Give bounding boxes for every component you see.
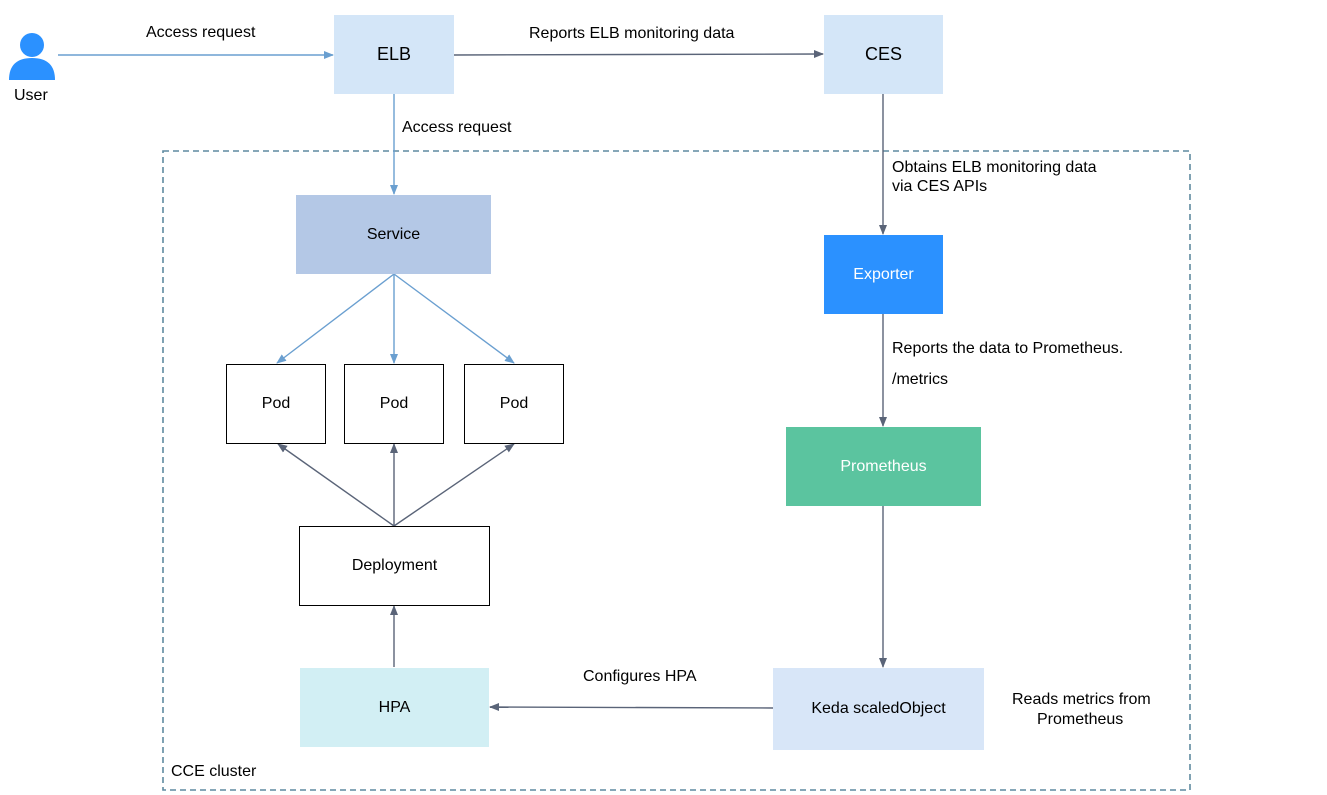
cce-cluster-label: CCE cluster	[171, 763, 257, 780]
pod-node-3: Pod	[464, 364, 564, 444]
edge-service-pod3	[393, 273, 515, 364]
edge-service-pod1	[276, 273, 395, 364]
hpa-node: HPA	[300, 668, 489, 747]
prometheus-node: Prometheus	[786, 427, 981, 506]
edge-label-elb-service: Access request	[402, 119, 512, 136]
edge-label-exporter-prometheus: Reports the data to Prometheus.	[892, 340, 1124, 357]
edge-label-metrics-path: /metrics	[892, 371, 948, 388]
edge-elb-ces	[453, 50, 824, 59]
edge-keda-hpa	[489, 703, 774, 712]
edge-label-keda-hpa: Configures HPA	[583, 668, 697, 685]
edge-label-ces-exporter-1: Obtains ELB monitoring data	[892, 159, 1097, 176]
user-icon	[9, 33, 55, 80]
pod-node-2: Pod	[344, 364, 444, 444]
ces-node: CES	[824, 15, 943, 94]
edge-label-user-elb: Access request	[146, 24, 256, 41]
keda-note-line-1: Reads metrics from	[1012, 691, 1151, 708]
keda-note-line-2: Prometheus	[1037, 711, 1124, 728]
user-label: User	[14, 87, 48, 104]
keda-scaledobject-node: Keda scaledObject	[773, 668, 984, 750]
pod-node-1: Pod	[226, 364, 326, 444]
deployment-node: Deployment	[299, 526, 490, 606]
cce-cluster-boundary	[162, 150, 1191, 791]
edge-label-ces-exporter-2: via CES APIs	[892, 178, 988, 195]
edge-deployment-pod3	[393, 443, 515, 527]
edge-label-elb-ces: Reports ELB monitoring data	[529, 25, 735, 42]
service-node: Service	[296, 195, 491, 274]
exporter-node: Exporter	[824, 235, 943, 314]
elb-node: ELB	[334, 15, 454, 94]
edge-deployment-pod1	[277, 443, 395, 527]
